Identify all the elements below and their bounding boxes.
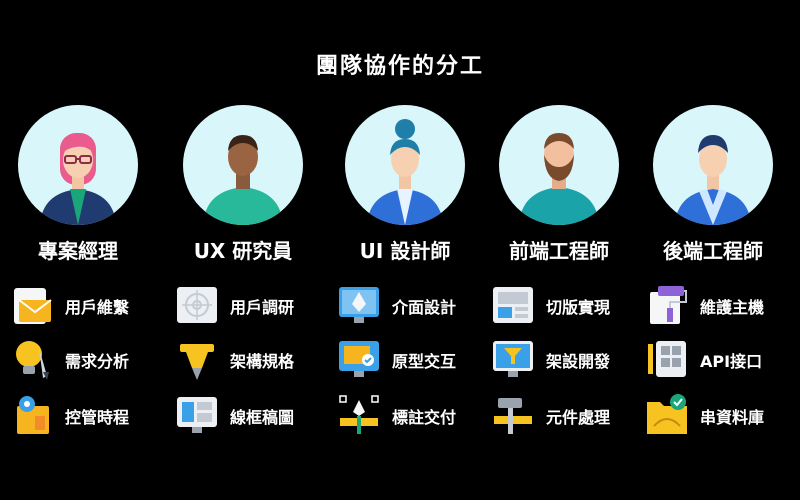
role-title-pm: 專案經理 [38,239,118,263]
task-item: 維護主機 [638,282,788,328]
envelope-icon [9,282,55,328]
folder-check-icon [644,392,690,438]
task-label: 線框稿圖 [230,408,295,427]
project-manager-avatar [18,105,138,225]
task-item: 線框稿圖 [168,392,318,438]
task-label: 標註交付 [392,408,457,427]
grid-document-icon [644,336,690,382]
role-title-ui: UI 設計師 [359,239,451,263]
backend-engineer-avatar [653,105,773,225]
role-title-frontend: 前端工程師 [509,239,609,263]
task-item: 切版實現 [484,282,634,328]
task-item: 標註交付 [330,392,480,438]
vector-pen-icon [336,392,382,438]
task-label: 元件處理 [546,408,611,427]
paint-roller-icon [644,282,690,328]
layout-screen-icon [490,282,536,328]
ui-designer-avatar [345,105,465,225]
role-title-ux: UX 研究員 [193,239,293,263]
lightbulb-pen-icon [9,336,55,382]
task-label: 需求分析 [65,352,130,371]
frontend-engineer-avatar [499,105,619,225]
hammer-icon [490,392,536,438]
task-item: 架設開發 [484,336,634,382]
task-label: 用戶調研 [230,298,295,317]
pen-tool-monitor-icon [336,282,382,328]
page-title: 團隊協作的分工 [315,54,484,79]
wireframe-monitor-icon [174,392,220,438]
task-item: 元件處理 [484,392,634,438]
task-label: 串資料庫 [700,408,765,427]
task-label: API接口 [700,352,763,371]
ux-researcher-avatar [183,105,303,225]
filter-monitor-icon [490,336,536,382]
task-item: API接口 [638,336,788,382]
gear-document-icon [9,392,55,438]
task-label: 架設開發 [546,352,611,371]
target-screen-icon [174,282,220,328]
task-item: 原型交互 [330,336,480,382]
task-item: 架構規格 [168,336,318,382]
task-label: 架構規格 [230,352,295,371]
task-item: 串資料庫 [638,392,788,438]
role-title-backend: 後端工程師 [663,239,763,263]
task-item: 用戶維繫 [3,282,153,328]
task-item: 控管時程 [3,392,153,438]
task-label: 維護主機 [700,298,765,317]
task-label: 控管時程 [65,408,130,427]
task-item: 需求分析 [3,336,153,382]
task-label: 介面設計 [392,298,457,317]
task-item: 用戶調研 [168,282,318,328]
task-label: 切版實現 [546,298,611,317]
task-label: 用戶維繫 [65,298,130,317]
pen-nib-icon [174,336,220,382]
task-item: 介面設計 [330,282,480,328]
task-label: 原型交互 [392,352,457,371]
prototype-screen-icon [336,336,382,382]
